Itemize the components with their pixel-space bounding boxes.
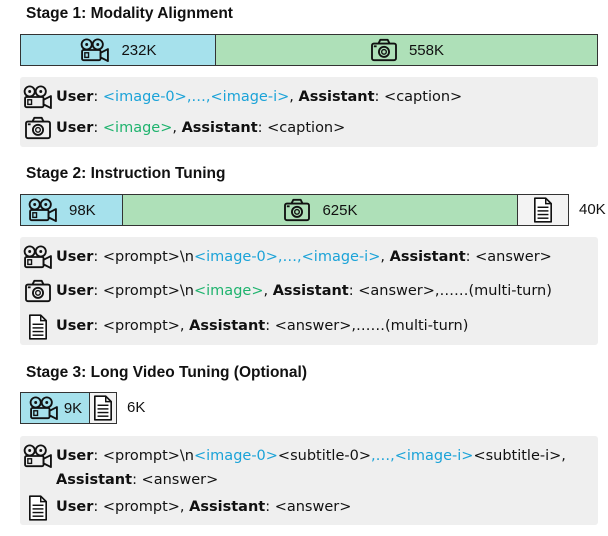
- stage2-text-bar: [517, 194, 569, 226]
- stage2-video-count: 98K: [69, 201, 96, 219]
- stage3-video-count: 9K: [63, 399, 83, 417]
- image-token-end: <image-i>: [210, 89, 290, 105]
- stage1-image-count: 558K: [408, 41, 445, 59]
- caption-output: <caption>: [267, 120, 346, 136]
- colon: :: [93, 120, 103, 136]
- colon: :: [93, 89, 103, 105]
- colon: :: [257, 120, 268, 136]
- photo-camera-icon: [369, 38, 399, 62]
- stage1-row-image: User: <image>, Assistant: <caption>: [20, 116, 345, 140]
- video-camera-icon: [22, 444, 54, 468]
- assistant-label: Assistant: [389, 249, 466, 265]
- stage3-format-panel: User: <prompt>\n<image-0><subtitle-0>,…,…: [20, 436, 598, 525]
- image-token: <image>: [194, 283, 264, 299]
- user-label: User: [56, 249, 94, 265]
- caption-output: <caption>: [384, 89, 463, 105]
- stage1-row-video: User: <image-0>,…,<image-i>, Assistant: …: [20, 85, 462, 109]
- prompt-text: : <prompt>,: [93, 499, 190, 515]
- user-label: User: [56, 283, 94, 299]
- assistant-label: Assistant: [189, 318, 266, 334]
- assistant-label: Assistant: [189, 499, 266, 515]
- token-ellipsis: ,…,: [186, 89, 211, 105]
- prompt-text: : <prompt>,: [93, 318, 190, 334]
- document-icon: [28, 314, 48, 340]
- photo-camera-icon: [23, 116, 53, 140]
- comma: ,: [561, 448, 566, 464]
- answer-output: : <answer>: [465, 249, 552, 265]
- user-label: User: [56, 499, 94, 515]
- stage2-image-count: 625K: [322, 201, 358, 219]
- video-camera-icon: [79, 38, 111, 62]
- photo-camera-icon: [23, 279, 53, 303]
- subtitle-token-end: <subtitle-i>: [473, 448, 562, 464]
- stage3-title: Stage 3: Long Video Tuning (Optional): [26, 364, 307, 381]
- stage1-format-panel: User: <image-0>,…,<image-i>, Assistant: …: [20, 77, 598, 147]
- colon: :: [374, 89, 385, 105]
- prompt-text: : <prompt>\n: [93, 448, 194, 464]
- token-ellipsis: ,…,: [370, 448, 395, 464]
- image-token: <image>: [102, 120, 173, 136]
- document-icon: [28, 495, 48, 521]
- subtitle-token-start: <subtitle-0>: [277, 448, 371, 464]
- token-ellipsis: ,…,: [277, 249, 302, 265]
- stage3-row-video: User: <prompt>\n<image-0><subtitle-0>,…,…: [20, 444, 566, 492]
- stage2-image-bar: 625K: [122, 194, 518, 226]
- user-label: User: [56, 448, 94, 464]
- answer-output: : <answer>,……(multi-turn): [265, 318, 469, 334]
- video-camera-icon: [28, 396, 60, 420]
- stage2-row-image: User: <prompt>\n<image>, Assistant: <ans…: [20, 279, 552, 303]
- stage3-row-text: User: <prompt>, Assistant: <answer>: [20, 495, 351, 521]
- stage2-row-video: User: <prompt>\n<image-0>,…,<image-i>, A…: [20, 245, 552, 269]
- stage2-video-bar: 98K: [20, 194, 123, 226]
- comma: ,: [289, 89, 299, 105]
- comma: ,: [172, 120, 182, 136]
- comma: ,: [263, 283, 273, 299]
- user-label: User: [56, 120, 94, 136]
- stage2-text-count: 40K: [579, 201, 606, 218]
- video-camera-icon: [22, 245, 54, 269]
- video-camera-icon: [27, 198, 59, 222]
- photo-camera-icon: [282, 198, 312, 222]
- document-icon: [533, 197, 553, 223]
- prompt-text: : <prompt>\n: [93, 249, 194, 265]
- image-token-start: <image-0>: [102, 89, 187, 105]
- image-token-end: <image-i>: [301, 249, 381, 265]
- answer-output: : <answer>: [265, 499, 352, 515]
- stage3-text-bar: [89, 392, 117, 424]
- image-token-end: <image-i>: [394, 448, 474, 464]
- assistant-label: Assistant: [56, 472, 133, 488]
- stage1-title: Stage 1: Modality Alignment: [26, 5, 233, 22]
- video-camera-icon: [22, 85, 54, 109]
- stage1-video-bar: 232K: [20, 34, 216, 66]
- stage2-title: Stage 2: Instruction Tuning: [26, 165, 226, 182]
- image-token-start: <image-0>: [194, 448, 278, 464]
- stage1-image-bar: 558K: [215, 34, 598, 66]
- stage1-video-count: 232K: [121, 41, 157, 59]
- assistant-label: Assistant: [298, 89, 375, 105]
- prompt-text: : <prompt>\n: [93, 283, 194, 299]
- document-icon: [93, 395, 113, 421]
- stage3-text-count: 6K: [127, 399, 146, 416]
- stage2-row-text: User: <prompt>, Assistant: <answer>,……(m…: [20, 314, 468, 340]
- answer-output: : <answer>,……(multi-turn): [348, 283, 552, 299]
- assistant-label: Assistant: [272, 283, 349, 299]
- user-label: User: [56, 318, 94, 334]
- comma: ,: [380, 249, 390, 265]
- user-label: User: [56, 89, 94, 105]
- stage3-video-bar: 9K: [20, 392, 90, 424]
- assistant-label: Assistant: [181, 120, 258, 136]
- stage2-format-panel: User: <prompt>\n<image-0>,…,<image-i>, A…: [20, 237, 598, 345]
- image-token-start: <image-0>: [194, 249, 278, 265]
- answer-output: : <answer>: [132, 472, 219, 488]
